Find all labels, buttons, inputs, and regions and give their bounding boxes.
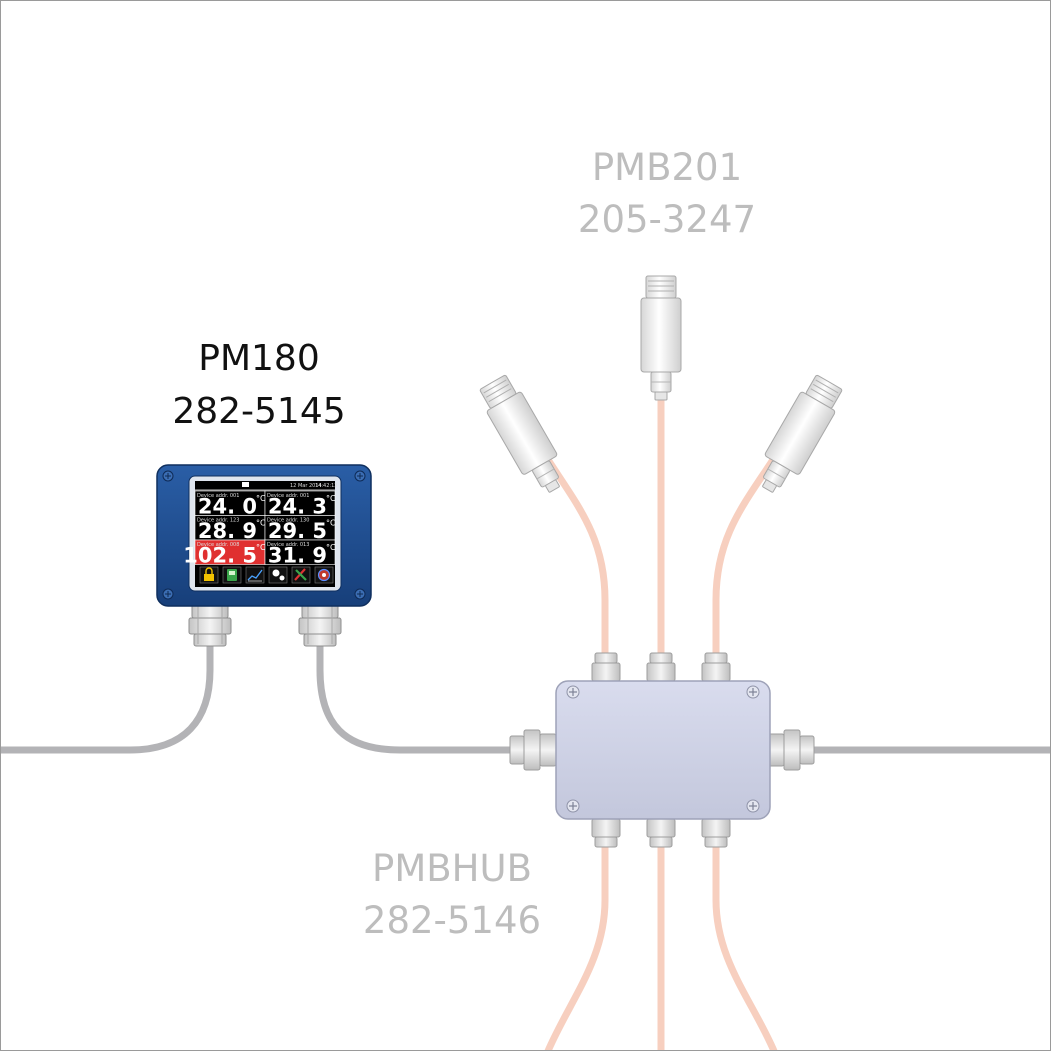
hub-model-label: PMBHUB: [372, 847, 532, 890]
gland-hub-right: [767, 729, 815, 771]
sensor-model-label: PMB201: [592, 146, 742, 189]
pm180-display-unit: 12 Mar 2014 14:42:12 Device addr. 001°C2…: [156, 464, 372, 607]
readout-caption: Device addr. 001: [197, 493, 239, 499]
gland-hub-left: [509, 729, 557, 771]
readout-cell-background: [264, 515, 336, 541]
readout-unit: °C: [256, 494, 266, 503]
fiber-bottom-left: [544, 841, 609, 1055]
hub-glands-top: [591, 652, 731, 682]
label-sensor: PMB201 205-3247: [578, 146, 756, 241]
readout-cell-background: [264, 539, 336, 565]
readout-value: 28. 9: [198, 519, 257, 543]
fiber-bottom-right: [712, 841, 778, 1055]
screen-toolbar: [199, 566, 334, 584]
tools-icon[interactable]: [291, 566, 311, 584]
gland-bottom-2: [646, 818, 676, 848]
readout-unit: °C: [256, 519, 266, 528]
screen-header-date: 12 Mar 2014: [290, 483, 322, 489]
alarm-icon[interactable]: [314, 566, 334, 584]
readout-unit: °C: [326, 543, 336, 552]
readout-cell[interactable]: Device addr. 013 °C31. 9: [264, 539, 336, 568]
gland-top-2: [646, 652, 676, 682]
readout-unit: °C: [326, 519, 336, 528]
sensor-left: [479, 374, 560, 493]
readout-value: 24. 0: [198, 495, 257, 519]
grey-cables: [0, 636, 1051, 754]
sensor-right: [762, 374, 843, 493]
hub-screw-icons: [566, 685, 760, 813]
hub-box: [555, 680, 771, 820]
sd-card-icon: [242, 482, 249, 487]
hub-glands-bottom: [591, 818, 731, 848]
readout-caption: Device addr. 008: [197, 542, 239, 548]
display-model-label: PM180: [198, 338, 319, 379]
display-part-label: 282-5145: [172, 391, 345, 432]
readout-caption: Device addr. 013: [267, 542, 309, 548]
label-hub: PMBHUB 282-5146: [363, 847, 541, 942]
sensor-part-label: 205-3247: [578, 198, 756, 241]
display-gland-left: [188, 603, 232, 647]
label-display: PM180 282-5145: [172, 338, 345, 432]
readout-value: 31. 9: [268, 544, 327, 568]
readout-cell-background: [194, 539, 266, 565]
readout-cell[interactable]: Device addr. 123 °C28. 9: [194, 515, 266, 544]
readout-unit: °C: [256, 543, 266, 552]
readout-cell[interactable]: Device addr. 130 °C29. 5: [264, 515, 336, 544]
readout-value: 24. 3: [268, 495, 327, 519]
hub-part-label: 282-5146: [363, 899, 541, 942]
gland-top-3: [701, 652, 731, 682]
readout-caption: Device addr. 130: [267, 518, 309, 524]
readout-caption: Device addr. 123: [197, 518, 239, 524]
cable-display-left: [0, 636, 214, 754]
gland-bottom-1: [591, 818, 621, 848]
settings-icon[interactable]: [268, 566, 288, 584]
lock-icon[interactable]: [199, 566, 219, 584]
cable-display-to-hub: [316, 636, 516, 754]
chart-icon[interactable]: [245, 566, 265, 584]
sensor-center: [640, 275, 682, 401]
readout-caption: Device addr. 001: [267, 493, 309, 499]
device-icon[interactable]: [222, 566, 242, 584]
readout-cell-background: [194, 515, 266, 541]
gland-bottom-3: [701, 818, 731, 848]
screen-header-time: 14:42:12: [315, 483, 337, 489]
readout-value: 29. 5: [268, 519, 327, 543]
readout-value: 102. 5: [183, 544, 257, 568]
readout-unit: °C: [326, 494, 336, 503]
